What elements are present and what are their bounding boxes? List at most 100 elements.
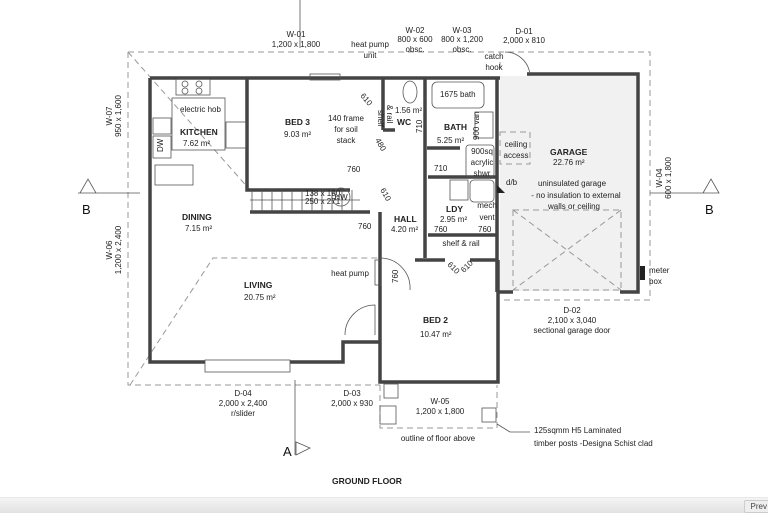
svg-text:for soil: for soil [334, 125, 358, 134]
svg-text:B: B [82, 202, 91, 217]
svg-text:LDY: LDY [446, 204, 463, 214]
svg-text:1,200 x 1,800: 1,200 x 1,800 [272, 40, 321, 49]
svg-text:r/slider: r/slider [231, 409, 255, 418]
svg-text:D-03: D-03 [343, 389, 361, 398]
svg-text:760: 760 [434, 225, 448, 234]
svg-text:W-01: W-01 [287, 30, 307, 39]
svg-text:obsc.: obsc. [452, 45, 471, 54]
shower [465, 144, 495, 178]
laundry-tub [469, 179, 495, 203]
svg-text:22.76 m²: 22.76 m² [553, 158, 585, 167]
svg-text:W-05: W-05 [431, 397, 451, 406]
svg-text:710: 710 [415, 119, 424, 133]
svg-text:610: 610 [378, 187, 393, 204]
svg-text:800 x 600: 800 x 600 [397, 35, 433, 44]
toilet [402, 80, 418, 104]
svg-text:W-04: W-04 [655, 168, 664, 188]
svg-text:shwr: shwr [474, 169, 491, 178]
svg-text:1,200 x 2,400: 1,200 x 2,400 [114, 225, 123, 274]
svg-text:access: access [504, 151, 529, 160]
bathtub [431, 81, 485, 109]
svg-text:2,000 x 2,400: 2,000 x 2,400 [219, 399, 268, 408]
svg-text:800 x 1,200: 800 x 1,200 [441, 35, 483, 44]
svg-text:heat pump: heat pump [331, 269, 369, 278]
svg-text:GARAGE: GARAGE [550, 147, 588, 157]
room-labels: KITCHEN 7.62 m² BED 3 9.03 m² WC 1.56 m²… [180, 106, 588, 339]
svg-text:sectional garage door: sectional garage door [534, 326, 611, 335]
svg-text:W-03: W-03 [453, 26, 473, 35]
svg-text:D-01: D-01 [515, 27, 533, 36]
vanity [474, 111, 494, 139]
svg-text:A: A [283, 444, 292, 459]
svg-text:obsc.: obsc. [405, 45, 424, 54]
svg-text:610: 610 [358, 92, 374, 108]
svg-text:950 x 1,600: 950 x 1,600 [114, 95, 123, 137]
garage-door-outline [512, 209, 622, 291]
svg-text:HW: HW [334, 193, 348, 202]
hob [175, 78, 211, 96]
svg-text:480: 480 [373, 137, 388, 154]
section-marker-b-left: B [78, 178, 140, 217]
upper-floor-outline [127, 51, 651, 429]
svg-text:B: B [705, 202, 714, 217]
svg-text:D-02: D-02 [563, 306, 581, 315]
svg-text:900sq: 900sq [471, 147, 493, 156]
svg-text:shelf: shelf [376, 110, 385, 128]
section-marker-b-right: B [650, 178, 720, 217]
svg-text:W-02: W-02 [406, 26, 426, 35]
svg-text:5.25 m²: 5.25 m² [437, 136, 464, 145]
slider-door [204, 359, 291, 373]
svg-text:138 x 190: 138 x 190 [305, 189, 341, 198]
section-marker-a: A [283, 441, 311, 459]
svg-text:mech: mech [477, 201, 497, 210]
svg-text:900 van: 900 van [472, 112, 481, 140]
svg-text:HALL: HALL [394, 214, 417, 224]
svg-text:meter: meter [649, 266, 670, 275]
svg-text:7.15 m²: 7.15 m² [185, 224, 212, 233]
drawing-title: GROUND FLOOR [332, 476, 402, 486]
svg-text:WC: WC [397, 117, 411, 127]
fixtures [152, 0, 645, 455]
svg-text:10.47 m²: 10.47 m² [420, 330, 452, 339]
svg-text:acrylic: acrylic [471, 158, 494, 167]
svg-text:vent: vent [479, 213, 495, 222]
svg-text:2,000 x 810: 2,000 x 810 [503, 36, 545, 45]
svg-text:140 frame: 140 frame [328, 114, 365, 123]
opening-labels: W-01 1,200 x 1,800 W-02 800 x 600 obsc. … [105, 26, 673, 418]
svg-text:BATH: BATH [444, 122, 467, 132]
svg-text:hook: hook [485, 63, 503, 72]
svg-text:2,000 x 930: 2,000 x 930 [331, 399, 373, 408]
prev-button[interactable]: Prev [743, 500, 768, 513]
svg-text:BED 3: BED 3 [285, 117, 310, 127]
svg-text:125sqmm H5 Laminated: 125sqmm H5 Laminated [534, 426, 621, 435]
svg-text:710: 710 [434, 164, 448, 173]
post [383, 383, 399, 399]
svg-text:shelf & rail: shelf & rail [442, 239, 480, 248]
svg-text:ceiling: ceiling [505, 140, 528, 149]
svg-text:760: 760 [347, 165, 361, 174]
svg-text:KITCHEN: KITCHEN [180, 127, 218, 137]
svg-text:timber posts -Designa Schist c: timber posts -Designa Schist clad [534, 439, 653, 448]
svg-text:1675 bath: 1675 bath [440, 90, 476, 99]
svg-text:box: box [649, 277, 662, 286]
svg-text:DINING: DINING [182, 212, 212, 222]
svg-text:250 x 271: 250 x 271 [305, 197, 341, 206]
svg-text:walls or ceiling: walls or ceiling [547, 202, 600, 211]
svg-text:stack: stack [337, 136, 357, 145]
svg-text:uninsulated garage: uninsulated garage [538, 179, 607, 188]
svg-text:& rail: & rail [385, 105, 394, 123]
post [481, 407, 497, 423]
viewer-toolbar: Prev [0, 497, 768, 513]
svg-text:4.20 m²: 4.20 m² [391, 225, 418, 234]
svg-text:1.56 m²: 1.56 m² [395, 106, 422, 115]
svg-text:heat pump: heat pump [351, 40, 389, 49]
stairs [251, 190, 353, 212]
svg-text:760: 760 [391, 269, 400, 283]
svg-text:LIVING: LIVING [244, 280, 273, 290]
svg-text:D-04: D-04 [234, 389, 252, 398]
svg-text:9.03 m²: 9.03 m² [284, 130, 311, 139]
svg-text:20.75 m²: 20.75 m² [244, 293, 276, 302]
svg-text:W-07: W-07 [105, 106, 114, 126]
svg-text:electric hob: electric hob [180, 105, 221, 114]
